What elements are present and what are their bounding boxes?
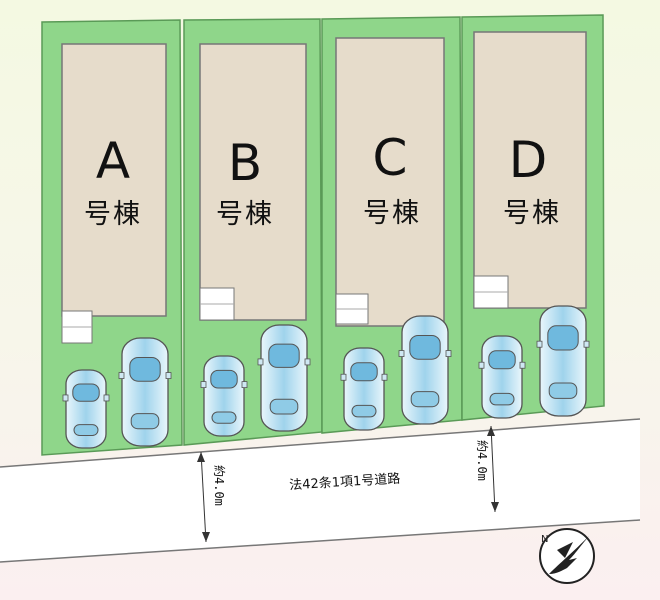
building-b xyxy=(199,43,307,321)
house-label: 号棟 xyxy=(503,198,561,229)
house-label: 号棟 xyxy=(216,199,274,230)
house-letter: B xyxy=(228,134,262,192)
parking-cars xyxy=(62,305,590,449)
building-d xyxy=(473,31,587,309)
svg-text:N: N xyxy=(541,534,548,545)
car-icon xyxy=(200,355,248,437)
house-letter: C xyxy=(373,129,408,187)
house-label: 号棟 xyxy=(84,199,142,230)
car-icon xyxy=(536,305,590,417)
road-width-label: 約4.0m xyxy=(475,440,490,481)
house-letter: D xyxy=(509,131,548,189)
building-a xyxy=(61,43,167,317)
building-c xyxy=(335,37,445,327)
road-name: 法42条1項1号道路 xyxy=(289,471,401,494)
road-width-right: 約4.0m xyxy=(475,425,499,513)
house-letter: A xyxy=(96,132,130,190)
north-arrow-bird-icon: N xyxy=(539,528,595,584)
road-width-left: 約4.0m xyxy=(197,451,227,543)
car-icon xyxy=(340,347,388,431)
road-width-label: 約4.0m xyxy=(212,465,227,506)
car-icon xyxy=(257,324,311,432)
car-icon xyxy=(118,337,172,447)
car-icon xyxy=(398,315,452,425)
house-label: 号棟 xyxy=(363,198,421,229)
car-icon xyxy=(62,369,110,449)
car-icon xyxy=(478,335,526,419)
lot-a: A 号棟 xyxy=(41,19,183,456)
road: 法42条1項1号道路 xyxy=(0,418,641,563)
